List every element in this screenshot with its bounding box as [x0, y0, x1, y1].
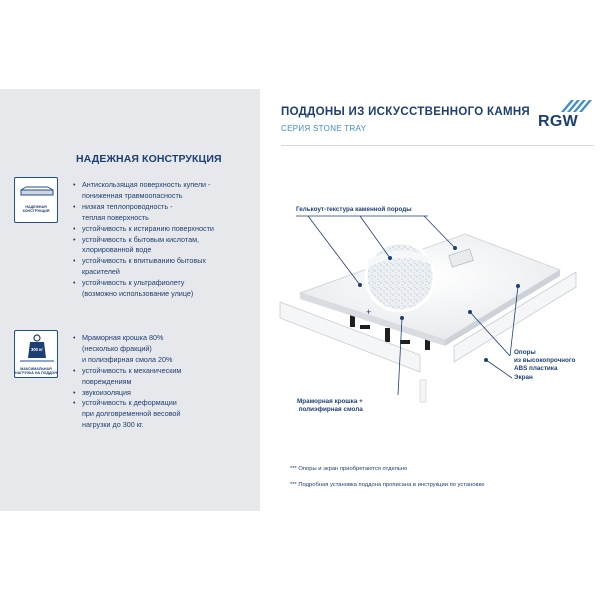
brand-logo: RGW — [537, 98, 595, 134]
reliable-construction-badge: НАДЕЖНАЯ КОНСТРУКЦИЯ — [14, 177, 58, 223]
svg-text:+: + — [366, 307, 371, 317]
list-item: Антискользящая поверхность купели -пониж… — [72, 180, 257, 202]
page-title: ПОДДОНЫ ИЗ ИСКУССТВЕННОГО КАМНЯ — [281, 106, 531, 118]
max-load-badge: 300 кг МАКСИМАЛЬНАЯ НАГРУЗКА НА ПОДДОН — [14, 330, 58, 378]
badge-caption-line1: МАКСИМАЛЬНАЯ — [20, 367, 52, 371]
features-panel — [0, 89, 260, 511]
list-item: звукоизоляция — [72, 388, 242, 399]
logo-stripes-icon — [561, 100, 592, 112]
weight-label: 300 кг — [31, 347, 43, 352]
list-item: устойчивость к ультрафиолету(возможно ис… — [72, 278, 257, 300]
badge-caption-line1: НАДЕЖНАЯ — [25, 205, 47, 209]
corner-screen-piece — [419, 379, 427, 403]
material-features-list: Мраморная крошка 80%(несколько фракций)и… — [72, 333, 242, 431]
badge-caption-line2: НАГРУЗКА НА ПОДДОН — [15, 371, 57, 376]
list-item: устойчивость к бытовым кислотам,хлориров… — [72, 235, 257, 257]
drain — [448, 248, 474, 268]
weight-icon: 300 кг — [20, 334, 54, 362]
header-divider — [281, 145, 594, 146]
callout-marble: Мраморная крошка + полиэфирная смола — [297, 398, 363, 413]
shower-tray-icon — [20, 186, 54, 196]
footnote-installation: *** Подробная установка поддона прописан… — [290, 482, 485, 488]
side-screen-panel — [453, 271, 577, 363]
list-item: устойчивость к истиранию поверхности — [72, 224, 257, 235]
callout-screen: Экран — [514, 374, 533, 381]
badge-caption-line2: КОНСТРУКЦИЯ — [22, 209, 50, 214]
footnote-accessories: *** Опоры и экран приобретаются отдельно — [290, 466, 408, 472]
callout-supports: Опоры из высокопрочного ABS пластика — [514, 349, 576, 372]
list-item: устойчивость к впитыванию бытовыхкрасите… — [72, 256, 257, 278]
construction-features-list: Антискользящая поверхность купели -пониж… — [72, 180, 257, 300]
shower-tray-illustration: + — [279, 215, 577, 403]
list-item: низкая теплопроводность -теплая поверхно… — [72, 202, 257, 224]
page-subtitle: СЕРИЯ STONE TRAY — [281, 124, 367, 133]
tray-edge — [300, 293, 445, 346]
callout-gelcoat: Гелькоут-текстура каменной породы — [296, 206, 412, 213]
list-item: Мраморная крошка 80%(несколько фракций)и… — [72, 333, 242, 366]
brand-name: RGW — [538, 113, 579, 130]
section-title: НАДЕЖНАЯ КОНСТРУКЦИЯ — [76, 153, 222, 165]
front-screen-panel — [279, 301, 421, 373]
